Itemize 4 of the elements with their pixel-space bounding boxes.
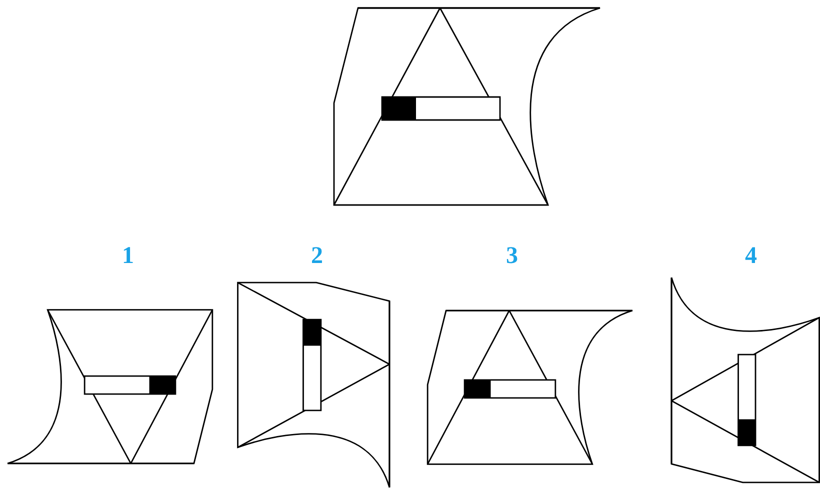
option-number: 2: [311, 244, 323, 268]
option-number: 4: [745, 244, 757, 268]
option-number: 3: [506, 244, 518, 268]
option-number: 1: [122, 244, 134, 268]
